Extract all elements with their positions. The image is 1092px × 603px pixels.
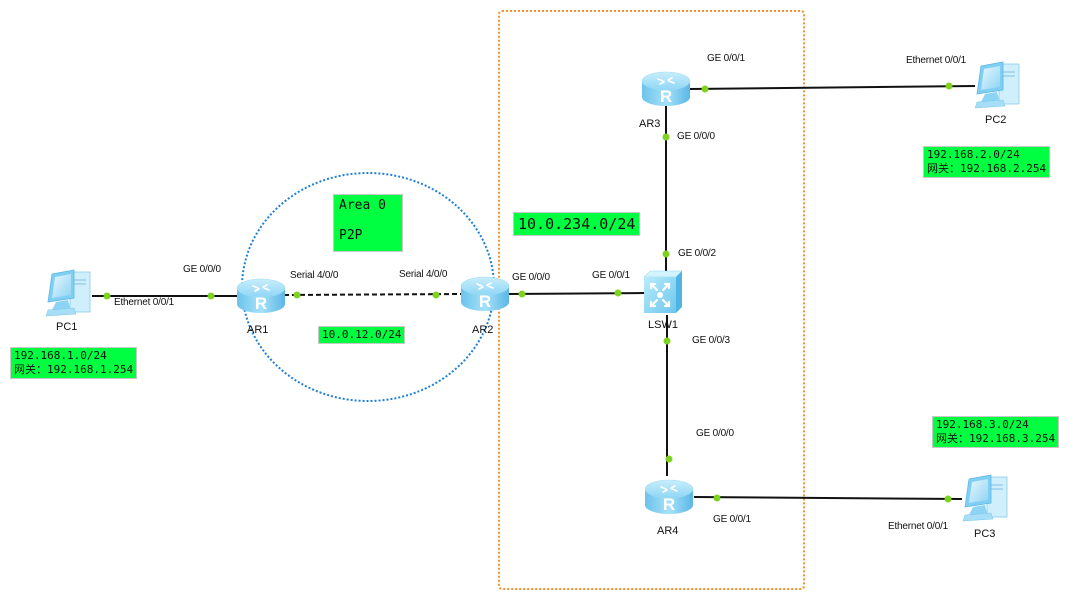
note-network-type: P2P [339,228,363,243]
port-label-ar4-ge1: GE 0/0/1 [713,514,751,525]
port-label-lsw1-ge3: GE 0/0/3 [692,335,730,346]
device-label-ar1: AR1 [247,324,269,336]
note-pc1-network: 192.168.1.0/24 [14,349,107,362]
port-dot-ar3-ge1 [701,85,709,93]
port-dot-ar4-ge0 [665,455,673,463]
port-dot-lsw1-ge3 [663,337,671,345]
note-area-p2p[interactable]: Area 0 P2P [333,194,403,252]
link-ar1-ar2-serial[interactable] [283,293,463,296]
note-pc2-gateway: 网关：192.168.2.254 [927,162,1047,175]
port-label-ar3-ge0: GE 0/0/0 [677,131,715,142]
note-serial-network[interactable]: 10.0.12.0/24 [318,326,406,344]
port-dot-ar2-serial [432,291,440,299]
port-dot-pc2-eth [945,82,953,90]
port-label-lsw1-ge2: GE 0/0/2 [678,248,716,259]
port-label-ar2-ge: GE 0/0/0 [512,272,550,283]
port-label-ar1-ge: GE 0/0/0 [183,264,221,275]
port-label-lsw1-ge1: GE 0/0/1 [592,270,630,281]
port-dot-pc1-eth [103,292,111,300]
link-ar4-pc3[interactable] [693,496,963,500]
svg-text:R: R [660,87,672,106]
device-label-ar3: AR3 [639,118,661,130]
note-pc1-subnet[interactable]: 192.168.1.0/24 网关：192.168.1.254 [10,347,138,379]
note-area-label: Area 0 [339,198,386,213]
port-dots [103,82,953,503]
port-label-pc1-eth: Ethernet 0/0/1 [114,297,175,308]
port-dot-ar3-ge0 [662,133,670,141]
port-label-ar4-ge0: GE 0/0/0 [696,428,734,439]
link-ar3-pc2[interactable] [689,85,976,90]
port-label-pc3-eth: Ethernet 0/0/1 [888,521,949,532]
pc-icon-pc1[interactable] [45,269,91,317]
device-label-lsw1: LSW1 [648,319,678,331]
device-label-ar2: AR2 [472,324,494,336]
port-dot-ar1-ge [207,292,215,300]
device-label-ar4: AR4 [657,525,679,537]
note-pc3-network: 192.168.3.0/24 [936,418,1029,431]
note-pc3-gateway: 网关：192.168.3.254 [936,432,1056,445]
svg-text:R: R [255,294,267,313]
device-label-pc3: PC3 [974,528,996,540]
port-label-ar3-ge1: GE 0/0/1 [707,53,745,64]
router-icon-ar3[interactable]: R [641,71,691,106]
router-icon-ar1[interactable]: R [236,278,286,313]
pc-icon-pc3[interactable] [962,474,1008,522]
router-icon-ar4[interactable]: R [644,479,694,514]
note-pc2-network: 192.168.2.0/24 [927,148,1020,161]
switch-icon[interactable] [643,270,683,313]
device-label-pc1: PC1 [56,321,78,333]
link-ar2-lsw1[interactable] [507,292,646,295]
port-dot-ar1-serial [293,291,301,299]
port-label-pc2-eth: Ethernet 0/0/1 [906,55,967,66]
port-dot-lsw1-ge1 [614,289,622,297]
pc-icon-pc2[interactable] [974,61,1020,109]
port-dot-lsw1-ge2 [662,250,670,258]
note-pc3-subnet[interactable]: 192.168.3.0/24 网关：192.168.3.254 [932,416,1060,448]
device-label-pc2: PC2 [985,114,1007,126]
port-label-ar1-serial: Serial 4/0/0 [290,270,339,281]
note-pc1-gateway: 网关：192.168.1.254 [14,363,134,376]
router-icon-ar2[interactable]: R [460,276,510,311]
svg-text:R: R [479,292,491,311]
port-dot-ar4-ge1 [713,494,721,502]
port-dot-ar2-ge [518,290,526,298]
port-dot-pc3-eth [944,495,952,503]
note-lan-network[interactable]: 10.0.234.0/24 [513,212,641,236]
note-pc2-subnet[interactable]: 192.168.2.0/24 网关：192.168.2.254 [923,146,1051,178]
port-label-ar2-serial: Serial 4/0/0 [399,269,448,280]
svg-text:R: R [663,495,675,514]
